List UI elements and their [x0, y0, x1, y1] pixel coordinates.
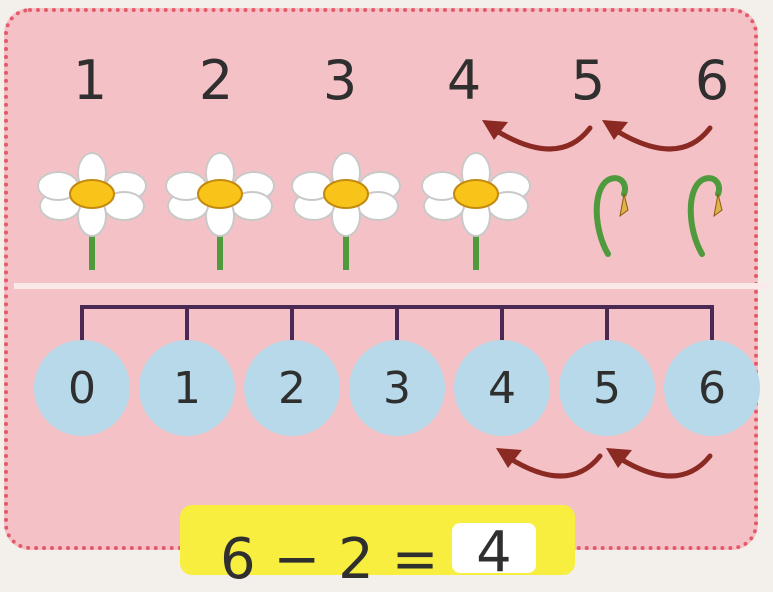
- number-line-1: 1: [139, 340, 235, 436]
- top-number-4: 4: [434, 48, 494, 114]
- picked-stem-icon: [586, 170, 636, 260]
- answer-value: 4: [476, 523, 512, 583]
- number-line-0: 0: [34, 340, 130, 436]
- top-number-5: 5: [558, 48, 618, 114]
- number-line-label: 1: [173, 363, 201, 414]
- daisy-flower-icon: [156, 148, 286, 278]
- top-number-2: 2: [186, 48, 246, 114]
- top-number-3: 3: [310, 48, 370, 114]
- equation-expression: 6 − 2 =: [220, 530, 439, 590]
- back-arrow-icon: [492, 440, 612, 490]
- back-arrow-icon: [598, 110, 728, 165]
- number-line-2: 2: [244, 340, 340, 436]
- equation-answer[interactable]: 4: [452, 523, 536, 573]
- number-line-label: 4: [488, 363, 516, 414]
- section-divider: [14, 283, 769, 289]
- number-line-5: 5: [559, 340, 655, 436]
- daisy-flower-icon: [412, 148, 542, 278]
- number-line-label: 2: [278, 363, 306, 414]
- number-line-label: 3: [383, 363, 411, 414]
- number-line-6: 6: [664, 340, 760, 436]
- picked-stem-icon: [680, 170, 730, 260]
- number-line-label: 6: [698, 363, 726, 414]
- top-number-6: 6: [682, 48, 742, 114]
- daisy-flower-icon: [282, 148, 412, 278]
- back-arrow-icon: [602, 440, 722, 490]
- top-number-1: 1: [60, 48, 120, 114]
- number-line-4: 4: [454, 340, 550, 436]
- number-line-label: 0: [68, 363, 96, 414]
- number-line-3: 3: [349, 340, 445, 436]
- number-line-label: 5: [593, 363, 621, 414]
- daisy-flower-icon: [28, 148, 158, 278]
